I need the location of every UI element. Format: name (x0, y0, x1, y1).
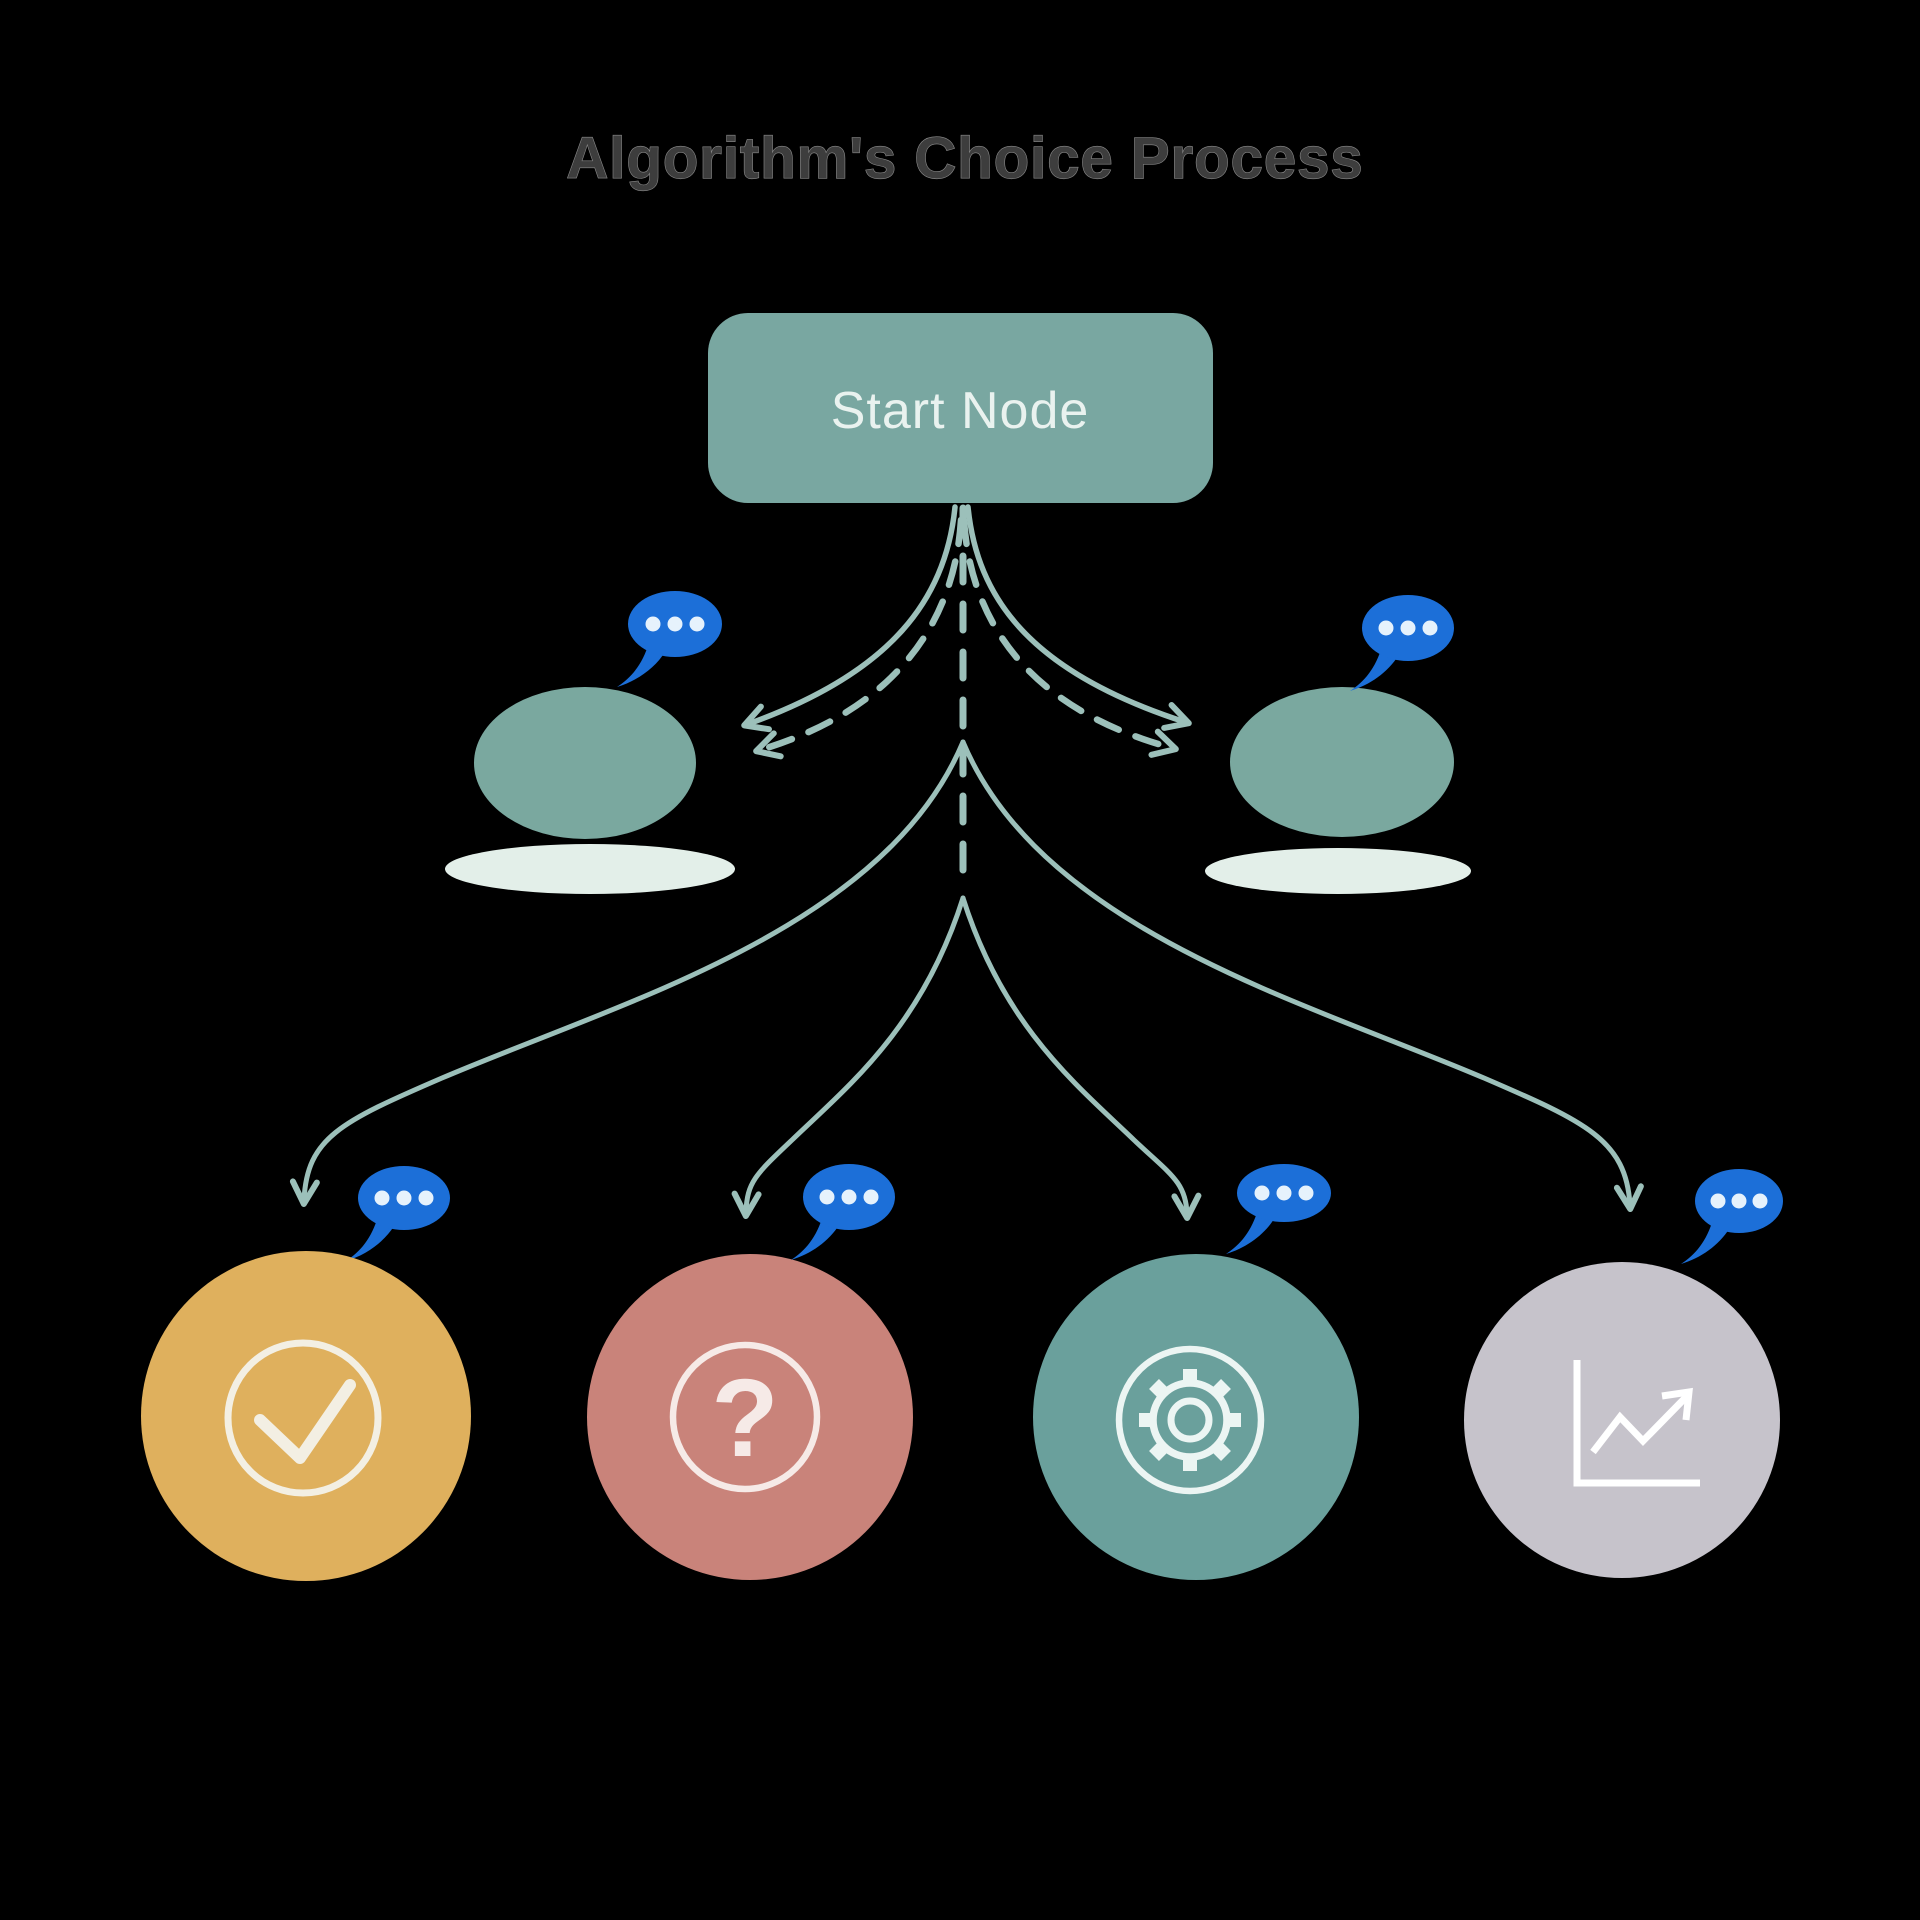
edge-outcome-check (289, 739, 966, 1207)
chart-trend-line (1590, 1393, 1690, 1455)
ellipsis-dot (1298, 1185, 1314, 1201)
speech-bubble-tail (1350, 646, 1398, 691)
question-icon: ? (711, 1357, 778, 1480)
speech-bubble-left-option (617, 591, 722, 687)
speech-bubble-tail (346, 1216, 394, 1261)
icon-ring (1115, 1345, 1265, 1495)
left-ellipse-shadow (445, 844, 735, 894)
icon-ring (669, 1341, 821, 1493)
start-node-box (708, 313, 1213, 503)
gear-teeth (1139, 1369, 1241, 1471)
outcome-node-question: ? (587, 1254, 913, 1580)
chart-line-icon (1573, 1360, 1700, 1487)
start-node: Start Node (708, 313, 1213, 503)
outcome-circle-check (141, 1251, 471, 1581)
chart-axes (1573, 1360, 1700, 1487)
speech-bubble-tail (1226, 1209, 1274, 1254)
edge-dashed-left (753, 516, 965, 760)
speech-bubble-chart (1681, 1169, 1783, 1264)
ellipsis-dot (863, 1189, 879, 1205)
ellipsis-dot (1731, 1193, 1747, 1209)
start-node-label: Start Node (831, 382, 1090, 440)
right-ellipse-shadow (1205, 848, 1471, 894)
edge-outcome-gear (960, 895, 1202, 1221)
outcome-node-gear (1033, 1254, 1359, 1580)
edges (289, 504, 1644, 1221)
check-icon (254, 1379, 356, 1464)
ellipsis-dot (1276, 1185, 1292, 1201)
ellipsis-dot (374, 1190, 390, 1206)
ellipsis-dot (689, 616, 705, 632)
ellipsis-dot (1422, 620, 1438, 636)
gear-hole (1167, 1397, 1213, 1443)
speech-bubble-tail (617, 642, 665, 687)
ellipsis-dot (1752, 1193, 1768, 1209)
icon-ring (224, 1339, 382, 1497)
ellipsis-dot (396, 1190, 412, 1206)
edge-outcome-question (731, 895, 966, 1219)
option-ellipse-right (1230, 687, 1454, 837)
edge-dashed-right (960, 516, 1179, 758)
edge-outcome-chart (960, 739, 1644, 1212)
ellipsis-dot (819, 1189, 835, 1205)
ellipsis-dot (1378, 620, 1394, 636)
speech-bubble-right-option (1350, 595, 1454, 691)
page-title: Algorithm's Choice Process (566, 126, 1363, 191)
ellipsis-dot (1400, 620, 1416, 636)
speech-bubble-tail (791, 1215, 839, 1260)
check-circle-icon (224, 1339, 382, 1497)
ellipsis-dot (1710, 1193, 1726, 1209)
ellipsis-dot (667, 616, 683, 632)
ellipsis-dot (841, 1189, 857, 1205)
chart-arrowhead (1661, 1387, 1693, 1421)
edge-solid-right (965, 504, 1192, 731)
ellipsis-dot (418, 1190, 434, 1206)
speech-bubble-tail (1681, 1219, 1729, 1264)
outcome-circle-gear (1033, 1254, 1359, 1580)
diagram-title: Algorithm's Choice Process (566, 125, 1363, 191)
ellipsis-dot (1254, 1185, 1270, 1201)
option-ellipse-left (474, 687, 696, 839)
outcome-node-check (141, 1251, 471, 1581)
edge-solid-left (741, 504, 958, 733)
gear-icon (1115, 1345, 1265, 1495)
speech-bubble-check (346, 1166, 450, 1261)
outcome-node-chart (1464, 1262, 1780, 1578)
question-circle-icon: ? (669, 1341, 821, 1493)
speech-bubble-question (791, 1164, 895, 1260)
outcome-circle-question (587, 1254, 913, 1580)
speech-bubble-gear (1226, 1164, 1331, 1254)
ellipsis-dot (645, 616, 661, 632)
